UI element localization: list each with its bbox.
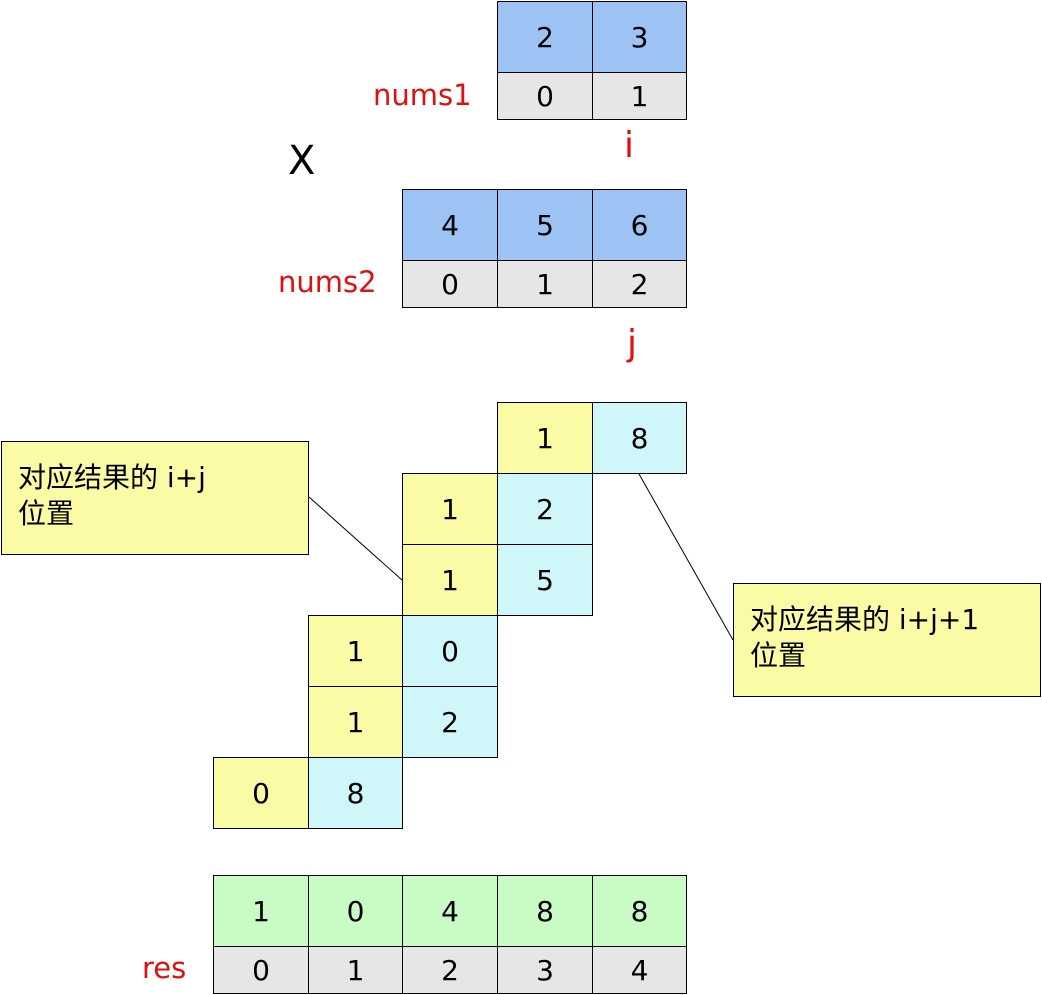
partial-ones-cell: 2 [402, 686, 498, 758]
partial-ones-cell: 8 [592, 402, 687, 474]
nums2-index-cell: 0 [402, 260, 498, 308]
partial-tens-cell: 1 [497, 402, 593, 474]
nums2-value-cell: 5 [497, 189, 593, 261]
partial-tens-cell: 1 [402, 544, 498, 616]
res-index-cell: 3 [497, 946, 593, 994]
pointer-i: i [624, 125, 635, 166]
partial-ones-cell: 8 [308, 757, 403, 829]
res-label: res [142, 951, 187, 985]
leader-line-left [308, 496, 403, 581]
nums1-label: nums1 [373, 78, 472, 112]
res-value-cell: 8 [497, 875, 593, 947]
leader-line-right [638, 473, 734, 641]
nums2-value-cell: 6 [592, 189, 687, 261]
partial-ones-cell: 0 [402, 615, 498, 687]
callout-i-plus-j: 对应结果的 i+j 位置 [1, 441, 309, 555]
nums1-index-cell: 0 [497, 72, 593, 120]
res-value-cell: 8 [592, 875, 687, 947]
partial-ones-cell: 5 [497, 544, 593, 616]
res-value-cell: 4 [402, 875, 498, 947]
nums2-label: nums2 [278, 265, 377, 299]
multiply-symbol: X [288, 138, 316, 184]
partial-tens-cell: 1 [402, 473, 498, 545]
nums1-index-cell: 1 [592, 72, 687, 120]
nums2-value-cell: 4 [402, 189, 498, 261]
res-value-cell: 0 [308, 875, 403, 947]
partial-ones-cell: 2 [497, 473, 593, 545]
pointer-j: j [627, 323, 638, 364]
res-index-cell: 4 [592, 946, 687, 994]
res-index-cell: 1 [308, 946, 403, 994]
res-value-cell: 1 [213, 875, 309, 947]
nums2-index-cell: 2 [592, 260, 687, 308]
res-index-cell: 0 [213, 946, 309, 994]
nums1-value-cell: 3 [592, 1, 687, 73]
res-index-cell: 2 [402, 946, 498, 994]
nums2-index-cell: 1 [497, 260, 593, 308]
callout-i-plus-j-plus-1: 对应结果的 i+j+1 位置 [733, 583, 1041, 697]
partial-tens-cell: 0 [213, 757, 309, 829]
partial-tens-cell: 1 [308, 686, 403, 758]
nums1-value-cell: 2 [497, 1, 593, 73]
